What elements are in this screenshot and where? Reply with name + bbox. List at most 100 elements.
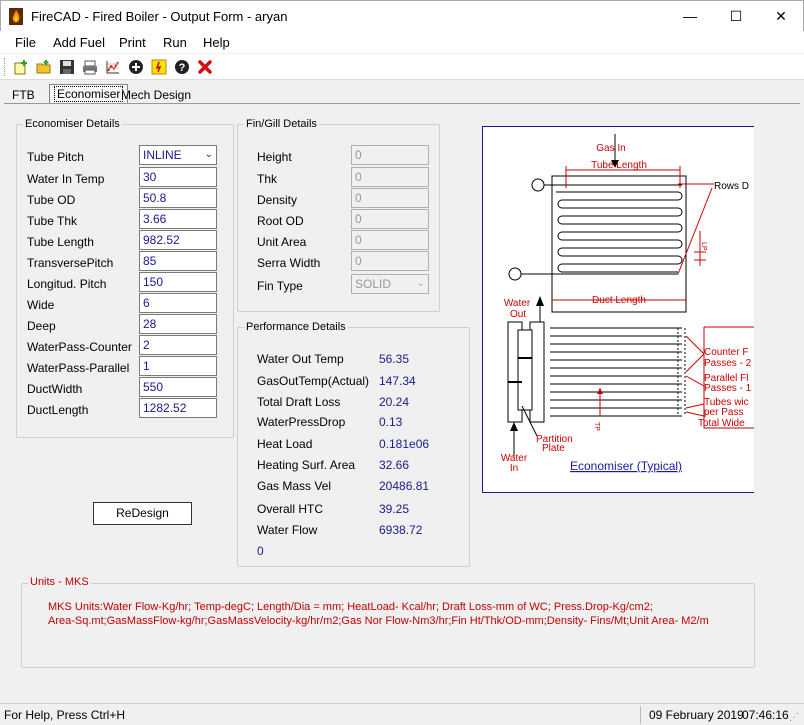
chevron-down-icon: ⌄ (416, 278, 425, 289)
fin-field-label: Fin Type (257, 279, 303, 293)
eco-field-input[interactable]: 3.66 (139, 209, 217, 229)
economiser-details-label: Economiser Details (23, 118, 122, 130)
tube-pitch-select[interactable]: INLINE ⌄ (139, 145, 217, 165)
partition-label-2: Plate (542, 443, 565, 454)
menu-print[interactable]: Print (119, 35, 146, 50)
status-divider (640, 706, 641, 724)
fin-field-input[interactable]: 0 (351, 145, 429, 165)
tube-length-label: Tube Length (591, 160, 647, 171)
tubes-wide-label-2: per Pass (704, 407, 743, 418)
eco-field-input[interactable]: 150 (139, 272, 217, 292)
performance-label: Total Draft Loss (257, 395, 341, 409)
help-icon[interactable]: ? (173, 58, 191, 76)
maximize-button[interactable]: ☐ (729, 8, 743, 24)
eco-field-input[interactable]: 982.52 (139, 230, 217, 250)
water-out-label-2: Out (510, 309, 526, 320)
eco-field-label: TransversePitch (27, 256, 114, 270)
performance-label: Water Flow (257, 523, 318, 537)
app-flame-icon (9, 8, 23, 25)
performance-extra-value: 0 (257, 544, 264, 558)
performance-label: Overall HTC (257, 502, 324, 516)
eco-field-input[interactable]: 2 (139, 335, 217, 355)
status-time: 07:46:16 (742, 708, 789, 722)
parallel-flow-label-2: Passes - 1 (704, 383, 752, 394)
performance-label: GasOutTemp(Actual) (257, 374, 370, 388)
open-icon[interactable] (35, 58, 53, 76)
eco-field-input[interactable]: 1 (139, 356, 217, 376)
economiser-diagram: Gas In Tube Length Rows D Duct Length LP (482, 126, 754, 493)
eco-field-input[interactable]: 6 (139, 293, 217, 313)
fin-field-label: Serra Width (257, 256, 321, 270)
redesign-button[interactable]: ReDesign (93, 502, 192, 525)
performance-value: 6938.72 (379, 523, 423, 537)
eco-field-input[interactable]: 1282.52 (139, 398, 217, 418)
fin-field-label: Unit Area (257, 235, 307, 249)
eco-field-label: Water In Temp (27, 172, 105, 186)
performance-label: Water Out Temp (257, 352, 344, 366)
performance-value: 0.181e06 (379, 437, 430, 451)
eco-field-label: Tube Length (27, 235, 94, 249)
performance-value: 20.24 (379, 395, 410, 409)
eco-field-input[interactable]: 550 (139, 377, 217, 397)
tab-mech-design[interactable]: Mech Design (121, 88, 192, 102)
fin-field-input[interactable]: 0 (351, 230, 429, 250)
fin-field-input[interactable]: 0 (351, 188, 429, 208)
eco-field-label: Wide (27, 298, 55, 312)
eco-field-input[interactable]: 85 (139, 251, 217, 271)
performance-value: 0.13 (379, 415, 403, 429)
fin-field-input[interactable]: 0 (351, 209, 429, 229)
fin-field-label: Root OD (257, 214, 304, 228)
spark-icon[interactable] (150, 58, 168, 76)
performance-value: 56.35 (379, 352, 410, 366)
add-icon[interactable] (127, 58, 145, 76)
water-in-label-2: In (510, 463, 518, 474)
performance-details-group (237, 327, 470, 567)
performance-value: 32.66 (379, 458, 410, 472)
units-line-2: Area-Sq.mt;GasMassFlow-kg/hr;GasMassVelo… (48, 615, 709, 627)
menu-help[interactable]: Help (203, 35, 230, 50)
fin-details-group (237, 124, 440, 312)
menu-add-fuel[interactable]: Add Fuel (53, 35, 106, 50)
fin-type-value: SOLID (355, 277, 392, 291)
new-icon[interactable] (12, 58, 30, 76)
tab-economiser[interactable]: Economiser (49, 84, 129, 104)
fin-field-label: Thk (257, 172, 278, 186)
chevron-down-icon: ⌄ (204, 149, 213, 160)
counter-flow-label-1: Counter F (704, 347, 748, 358)
window-title: FireCAD - Fired Boiler - Output Form - a… (31, 9, 288, 24)
menu-bar: File Add Fuel Print Run Help (0, 31, 804, 53)
tab-ftb[interactable]: FTB (12, 88, 35, 102)
close-button[interactable]: ✕ (775, 8, 787, 24)
performance-value: 147.34 (379, 374, 416, 388)
eco-field-input[interactable]: 28 (139, 314, 217, 334)
eco-field-input[interactable]: 50.8 (139, 188, 217, 208)
fin-field-input[interactable]: 0 (351, 251, 429, 271)
resize-grip-icon[interactable]: ⋰ (789, 712, 799, 723)
status-help-text: For Help, Press Ctrl+H (4, 708, 126, 722)
gas-in-label: Gas In (596, 143, 625, 154)
units-group (21, 583, 755, 668)
menu-run[interactable]: Run (163, 35, 187, 50)
fin-field-input[interactable]: 0 (351, 167, 429, 187)
eco-field-input[interactable]: 30 (139, 167, 217, 187)
eco-field-label: WaterPass-Parallel (27, 361, 130, 375)
diagram-caption: Economiser (Typical) (570, 459, 682, 473)
save-icon[interactable] (58, 58, 76, 76)
toolbar-grip (4, 58, 7, 76)
tube-pitch-value: INLINE (143, 148, 182, 162)
diagram-frame (482, 126, 754, 493)
fin-type-select[interactable]: SOLID ⌄ (351, 274, 429, 294)
chart-icon[interactable] (104, 58, 122, 76)
print-icon[interactable] (81, 58, 99, 76)
tubes-wide-label-1: Tubes wic (704, 397, 749, 408)
menu-file[interactable]: File (15, 35, 36, 50)
units-label: Units - MKS (28, 576, 91, 588)
minimize-button[interactable]: — (683, 8, 697, 24)
fin-field-label: Density (257, 193, 298, 207)
eco-field-label: WaterPass-Counter (27, 340, 132, 354)
rows-deep-label: Rows D (714, 181, 749, 192)
title-bar: FireCAD - Fired Boiler - Output Form - a… (0, 0, 804, 31)
eco-field-label: Deep (27, 319, 56, 333)
performance-value: 39.25 (379, 502, 410, 516)
delete-icon[interactable] (196, 58, 214, 76)
